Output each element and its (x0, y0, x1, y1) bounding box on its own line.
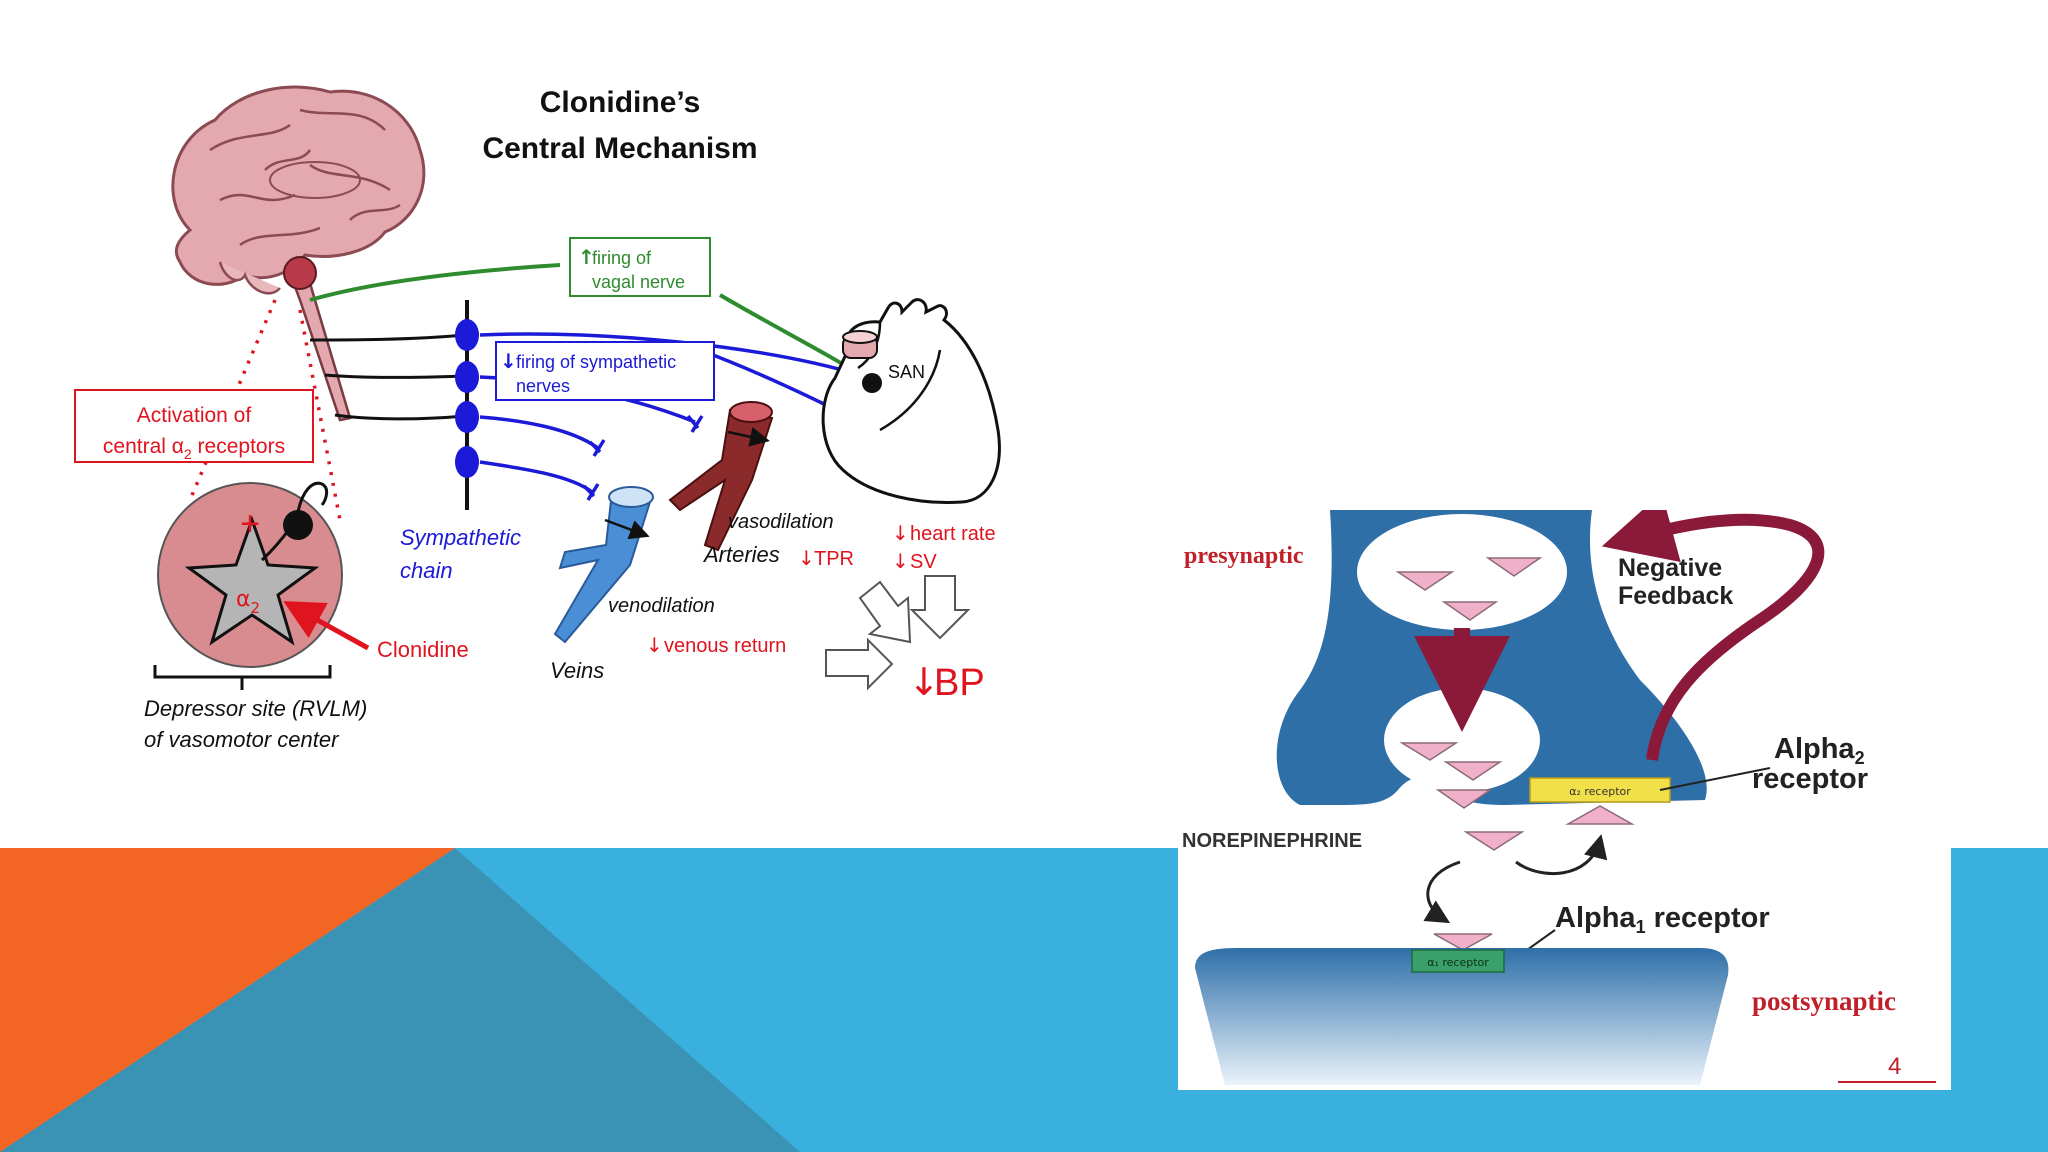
alpha2-receptor-strip-label: α₂ receptor (1569, 785, 1631, 798)
negative-feedback-label-line2: Feedback (1618, 582, 1733, 610)
alpha2-receptor-label: α2 (236, 587, 260, 617)
diagram-title-line1: Clonidine’s (540, 86, 701, 119)
sympathetic-label-box (495, 341, 715, 401)
veins-label: Veins (550, 658, 604, 683)
vesicle-lower (1384, 688, 1540, 792)
brain-illustration (171, 85, 426, 422)
depressor-bracket (153, 665, 332, 690)
presynaptic-label: presynaptic (1184, 543, 1304, 569)
clonidine-label: Clonidine (377, 637, 469, 662)
arteries-label: Arteries (702, 542, 780, 567)
venodilation-label: venodilation (608, 595, 715, 617)
postsynaptic-cell (1195, 948, 1729, 1085)
sympathetic-chain-label-line2: chain (400, 558, 453, 583)
alpha1-receptor-strip (1411, 949, 1505, 973)
alpha2-receptor-label-line2: receptor (1752, 763, 1868, 795)
activation-label-line1: Activation of (137, 404, 252, 427)
alpha1-receptor-strip-label: α₁ receptor (1427, 956, 1489, 969)
vagal-label-line1: firing of (592, 248, 652, 268)
down-arrow-sv-icon: ↓ (892, 549, 909, 573)
postsynaptic-label: postsynaptic (1752, 986, 1896, 1016)
heart-illustration (821, 298, 1001, 504)
binding-arrow (1423, 860, 1461, 924)
down-arrow-hr-icon: ↓ (892, 521, 909, 545)
vagal-label-box (569, 237, 711, 297)
alpha1-receptor-label: Alpha1 receptor (1555, 902, 1770, 937)
depressor-site-label-line2: of vasomotor center (144, 727, 340, 752)
alpha2-pointer (1659, 767, 1771, 791)
page-number: 4 (1888, 1053, 1901, 1080)
sympathetic-chain-label-line1: Sympathetic (400, 525, 521, 550)
down-arrow-blue-icon: ↓ (500, 349, 517, 373)
sv-label: SV (910, 551, 937, 573)
norepinephrine-label: NOREPINEPHRINE (1182, 830, 1362, 852)
alpha2-receptor-label-line1: Alpha2 (1774, 733, 1865, 768)
venous-return-label: venous return (664, 635, 786, 657)
artery-illustration (668, 401, 774, 552)
depressor-site-label-line1: Depressor site (RVLM) (144, 696, 367, 721)
preganglionic-fibers (309, 333, 466, 421)
vagal-label-line2: vagal nerve (592, 272, 685, 292)
down-arrow-bp-icon: ↓ (908, 660, 940, 704)
down-arrow-tpr-icon: ↓ (798, 546, 815, 570)
vagal-nerve-line-to-heart (718, 293, 862, 377)
vein-illustration (553, 486, 654, 644)
norepinephrine-molecules (1395, 557, 1635, 951)
clonidine-arrow (283, 601, 370, 651)
down-arrow-venous-icon: ↓ (646, 633, 663, 657)
sympathetic-chain (455, 300, 479, 510)
vagal-nerve-line (309, 263, 561, 302)
sympathetic-label-line2: nerves (516, 376, 570, 396)
diagram-title-line2: Central Mechanism (482, 132, 757, 165)
negative-feedback-arrow (1601, 510, 1825, 761)
up-arrow-green-icon: ↑ (578, 245, 595, 269)
converging-arrows (825, 575, 971, 691)
clonidine-mechanism-diagram: Clonidine’s Central Mechanism ↑ firing o… (74, 85, 1001, 752)
bottom-darkblue-triangle (0, 848, 800, 1152)
vesicle-upper (1357, 514, 1567, 630)
synapse-feedback-diagram: α₂ receptor presynaptic Negative Feedbac… (1178, 510, 1951, 1090)
heart-rate-label: heart rate (910, 523, 996, 545)
sympathetic-label-line1: firing of sympathetic (516, 352, 676, 372)
reuptake-arrow (1515, 834, 1608, 876)
san-label: SAN (888, 362, 925, 382)
negative-feedback-label-line1: Negative (1618, 554, 1722, 582)
bp-label: BP (934, 662, 985, 704)
plus-sign: + (240, 505, 260, 543)
tpr-label: TPR (814, 548, 854, 570)
alpha2-receptor-strip (1529, 777, 1671, 803)
bottom-orange-wedge (0, 848, 455, 1152)
activation-label-box (74, 389, 314, 463)
vasodilation-label: vasodilation (728, 511, 834, 533)
activation-label-line2: central α2 receptors (103, 435, 285, 462)
rvlm-projection-right (298, 309, 342, 521)
